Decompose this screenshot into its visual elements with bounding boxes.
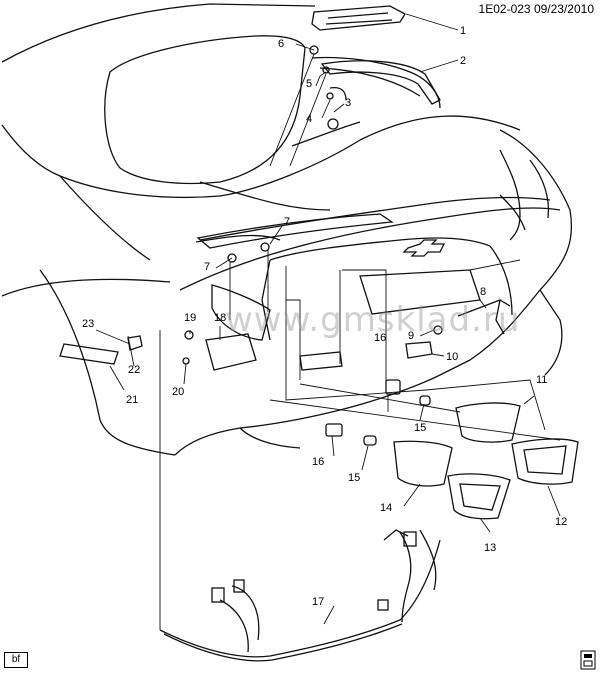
callout-13: 13 <box>484 542 497 554</box>
diagram-header: 1E02-023 09/23/2010 <box>479 2 594 16</box>
callout-10: 10 <box>446 351 459 363</box>
view-badge: bf <box>4 652 28 668</box>
callout-19: 19 <box>184 312 197 324</box>
callout-6: 6 <box>278 38 285 50</box>
part-spoiler <box>320 60 441 105</box>
callout-22: 22 <box>128 364 141 376</box>
callout-1: 1 <box>460 25 467 37</box>
callout-8: 8 <box>480 286 487 298</box>
callout-12: 12 <box>555 516 568 528</box>
callout-14: 14 <box>380 502 393 514</box>
part-tail-lamps <box>393 402 579 520</box>
callout-23: 23 <box>82 318 95 330</box>
callout-9: 9 <box>408 330 415 342</box>
part-decklid-spoiler <box>196 213 394 249</box>
diagram-code: 1E02-023 <box>478 2 531 16</box>
car-body <box>1 3 573 456</box>
part-side-marker <box>59 343 119 365</box>
callout-5: 5 <box>306 78 313 90</box>
callout-11: 11 <box>536 374 548 386</box>
callout-2: 2 <box>460 55 467 67</box>
callout-16a: 16 <box>374 332 387 344</box>
callout-15a: 15 <box>414 422 427 434</box>
callout-4: 4 <box>306 113 313 125</box>
callout-15b: 15 <box>348 472 361 484</box>
callout-16b: 16 <box>312 456 325 468</box>
gm-seal-icon <box>580 650 596 670</box>
part-stop-lamp <box>311 5 406 31</box>
callout-7b: 7 <box>204 261 211 273</box>
part-bracket <box>205 333 257 371</box>
diagram-date: 09/23/2010 <box>533 2 594 16</box>
callout-20: 20 <box>172 386 185 398</box>
part-wiring-harness <box>159 529 441 662</box>
callout-3: 3 <box>345 97 352 109</box>
watermark: www.gmsklad.ru <box>225 300 521 340</box>
callout-7a: 7 <box>284 216 291 228</box>
callout-21: 21 <box>126 394 139 406</box>
callout-17: 17 <box>312 596 325 608</box>
callout-18: 18 <box>214 312 227 324</box>
